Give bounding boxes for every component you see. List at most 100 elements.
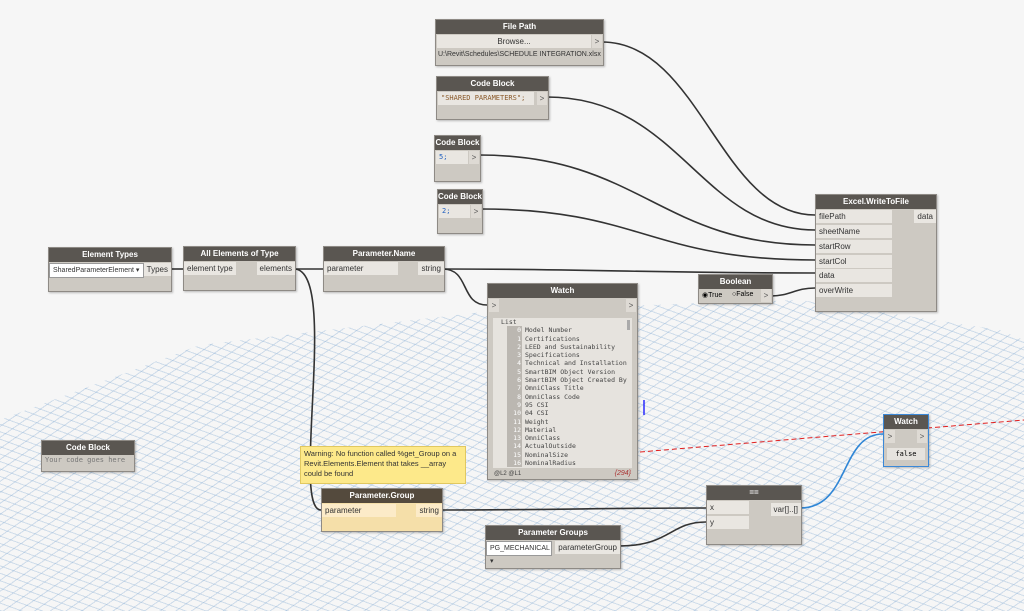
input-startrow[interactable]: startRow <box>816 240 892 253</box>
input-parameter[interactable]: parameter <box>324 262 398 275</box>
wire-startcol <box>480 208 816 261</box>
input-startcol[interactable]: startCol <box>816 255 892 268</box>
excel-write-node[interactable]: Excel.WriteToFile filePath sheetName sta… <box>815 194 937 312</box>
output-port[interactable]: > <box>469 151 479 164</box>
input-port[interactable]: > <box>885 430 895 443</box>
output-var[interactable]: var[]..[] <box>770 503 801 516</box>
parameter-group-node[interactable]: Parameter.Group parameter string <box>321 488 443 532</box>
input-y[interactable]: y <box>707 516 749 529</box>
item-label: NominalRadius <box>525 459 576 468</box>
code-block-row-node[interactable]: Code Block 5; > <box>434 135 481 182</box>
node-title: Code Block <box>437 77 548 91</box>
input-element-type[interactable]: element type <box>184 262 236 275</box>
watch-small-node[interactable]: Watch > > false <box>883 414 929 467</box>
element-type-dropdown[interactable]: SharedParameterElement ▾ <box>49 263 144 278</box>
item-label: LEED and Sustainability <box>525 342 616 351</box>
element-types-node[interactable]: Element Types SharedParameterElement ▾ T… <box>48 247 172 292</box>
output-string[interactable]: string <box>418 262 444 275</box>
code-input[interactable]: 5; <box>436 151 468 164</box>
item-label: SmartBIM Object Created By <box>525 376 627 385</box>
node-title: Code Block <box>42 441 134 455</box>
input-parameter[interactable]: parameter <box>322 504 396 517</box>
equals-node[interactable]: == x y var[]..[] <box>706 485 802 545</box>
item-label: OmniClass <box>525 434 561 443</box>
browse-button[interactable]: Browse... <box>437 35 591 48</box>
input-x[interactable]: x <box>707 501 749 514</box>
output-parametergroup[interactable]: parameterGroup <box>555 541 620 554</box>
dropdown-value: PG_MECHANICAL <box>490 545 550 552</box>
input-sheetname[interactable]: sheetName <box>816 225 892 238</box>
node-title: == <box>707 486 801 500</box>
parameter-group-dropdown[interactable]: PG_MECHANICAL ▾ <box>486 541 552 565</box>
radio-true-label: True <box>708 292 723 299</box>
code-block-empty-node[interactable]: Code Block Your code goes here <box>41 440 135 472</box>
all-elements-node[interactable]: All Elements of Type element type elemen… <box>183 246 296 291</box>
input-filepath[interactable]: filePath <box>816 210 892 223</box>
item-index: 15 <box>507 450 522 460</box>
code-input[interactable]: Your code goes here <box>45 456 126 464</box>
input-port[interactable]: > <box>489 299 499 312</box>
code-block-col-node[interactable]: Code Block 2; > <box>437 189 483 234</box>
parameter-groups-node[interactable]: Parameter Groups PG_MECHANICAL ▾ paramet… <box>485 525 621 569</box>
dropdown-value: SharedParameterElement <box>53 267 134 274</box>
item-label: ActualOutside <box>525 442 576 451</box>
wire-startrow <box>478 154 816 246</box>
output-port[interactable]: > <box>471 205 481 218</box>
item-index: 6 <box>507 376 522 385</box>
file-path-node[interactable]: File Path Browse... > U:\Revit\Schedules… <box>435 19 604 66</box>
output-port[interactable]: > <box>537 92 547 105</box>
output-port[interactable]: > <box>592 35 602 48</box>
list-levels: @L2 @L1 <box>494 471 522 477</box>
input-overwrite[interactable]: overWrite <box>816 284 892 297</box>
output-port[interactable]: > <box>626 299 636 312</box>
code-input[interactable]: "SHARED PARAMETERS"; <box>438 92 534 105</box>
chevron-down-icon: ▾ <box>135 267 140 274</box>
item-index: 7 <box>507 384 522 393</box>
boolean-node[interactable]: Boolean ◉True ○False > <box>698 274 773 304</box>
node-title: All Elements of Type <box>184 247 295 261</box>
item-label: OmniClass Title <box>525 384 584 393</box>
parameter-name-node[interactable]: Parameter.Name parameter string <box>323 246 445 292</box>
radio-true[interactable]: ◉True <box>702 292 723 299</box>
node-title: Element Types <box>49 248 171 262</box>
output-port[interactable]: > <box>917 430 927 443</box>
file-path-value: U:\Revit\Schedules\SCHEDULE INTEGRATION.… <box>438 51 601 58</box>
output-elements[interactable]: elements <box>256 262 295 275</box>
output-data[interactable]: data <box>914 210 936 223</box>
item-label: Model Number <box>525 326 572 335</box>
code-input[interactable]: 2; <box>439 205 470 218</box>
output-types[interactable]: Types <box>143 263 171 276</box>
code-block-sheet-node[interactable]: Code Block "SHARED PARAMETERS"; > <box>436 76 549 120</box>
item-label: Specifications <box>525 351 580 360</box>
chevron-down-icon: ▾ <box>490 558 494 565</box>
warning-tooltip: Warning: No function called %get_Group o… <box>300 446 466 484</box>
node-title: Parameter.Group <box>322 489 442 503</box>
node-title: Excel.WriteToFile <box>816 195 936 209</box>
scrollbar[interactable] <box>627 320 630 330</box>
input-data[interactable]: data <box>816 269 892 282</box>
node-title: Watch <box>884 415 928 429</box>
list-label: List <box>501 318 517 326</box>
radio-false[interactable]: ○False <box>732 291 754 298</box>
item-index: 2 <box>507 342 522 352</box>
wire-data <box>442 268 816 274</box>
list-count: {294} <box>614 470 631 477</box>
item-label: Certifications <box>525 334 580 343</box>
output-string[interactable]: string <box>416 504 442 517</box>
wire-name-watch <box>442 268 488 306</box>
node-title: Boolean <box>699 275 772 289</box>
wire-sheetname <box>546 96 816 231</box>
item-index: 10 <box>507 409 522 418</box>
item-index: 16 <box>507 459 522 468</box>
output-port[interactable]: > <box>761 289 771 302</box>
item-index: 8 <box>507 392 522 401</box>
